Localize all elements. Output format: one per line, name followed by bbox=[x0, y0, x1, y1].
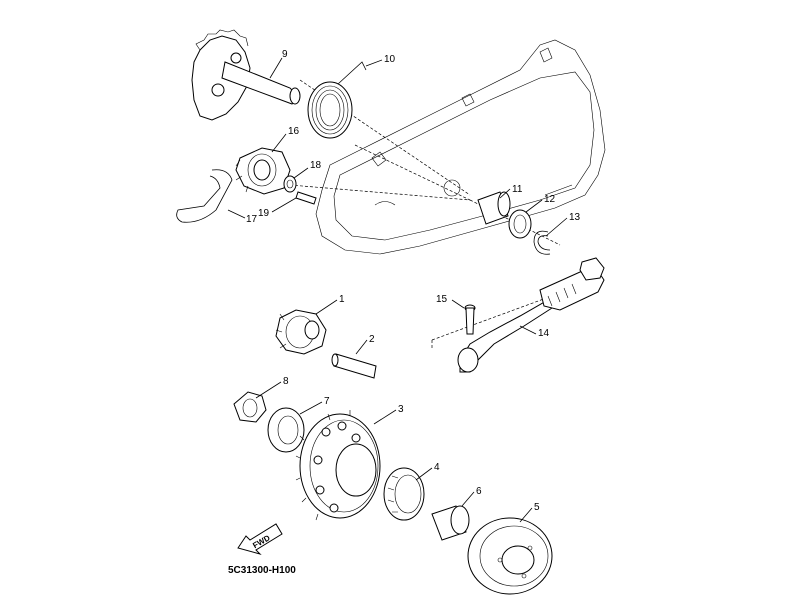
part-label-19: 19 bbox=[258, 208, 270, 219]
part-label-12: 12 bbox=[544, 194, 556, 205]
part-label-11: 11 bbox=[512, 184, 523, 195]
part-label-8: 8 bbox=[283, 376, 289, 387]
collar-6 bbox=[431, 505, 470, 541]
part-labels: 9 10 16 18 19 17 11 12 13 15 14 1 2 8 7 … bbox=[246, 49, 581, 513]
kick-shaft-gear bbox=[191, 29, 301, 121]
part-label-17: 17 bbox=[246, 214, 258, 225]
part-label-14: 14 bbox=[538, 328, 550, 339]
part-label-6: 6 bbox=[476, 486, 482, 497]
nut-8 bbox=[233, 391, 267, 423]
fwd-arrow-icon: FWD bbox=[237, 523, 283, 555]
idle-gear bbox=[275, 309, 327, 355]
part-label-4: 4 bbox=[434, 462, 440, 473]
part-label-7: 7 bbox=[324, 396, 330, 407]
crankcase-cover bbox=[315, 39, 606, 255]
torsion-spring bbox=[307, 61, 367, 139]
part-label-5: 5 bbox=[534, 502, 540, 513]
kick-clip bbox=[176, 169, 233, 223]
circlip-13 bbox=[533, 230, 551, 255]
collar-11 bbox=[477, 191, 511, 225]
washer-18 bbox=[283, 175, 297, 193]
bolt-15 bbox=[464, 304, 476, 335]
diagram-code: 5C31300-H100 bbox=[228, 565, 296, 576]
part-label-1: 1 bbox=[339, 294, 345, 305]
part-label-13: 13 bbox=[569, 212, 581, 223]
part-label-10: 10 bbox=[384, 54, 396, 65]
pin-19 bbox=[295, 191, 317, 205]
shaft-2 bbox=[331, 353, 377, 379]
washer-12 bbox=[508, 209, 532, 239]
part-label-9: 9 bbox=[282, 49, 288, 60]
starter-clutch bbox=[467, 517, 553, 595]
washer-7 bbox=[267, 407, 305, 453]
kick-crank bbox=[457, 257, 605, 373]
part-label-2: 2 bbox=[369, 334, 375, 345]
bearing-4 bbox=[383, 467, 425, 521]
part-label-18: 18 bbox=[310, 160, 322, 171]
part-label-3: 3 bbox=[398, 404, 404, 415]
kick-gear bbox=[235, 147, 291, 195]
leader-lines bbox=[227, 57, 568, 523]
part-label-16: 16 bbox=[288, 126, 300, 137]
starter-wheel-gear bbox=[295, 410, 381, 521]
part-label-15: 15 bbox=[436, 294, 448, 305]
